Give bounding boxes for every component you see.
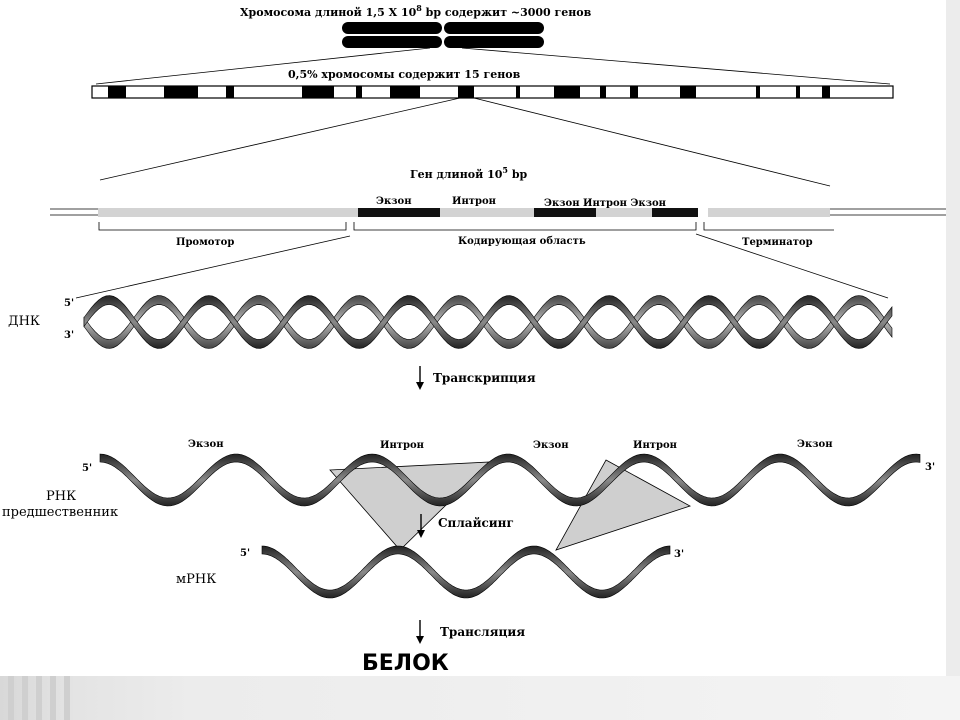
dna-label: ДНК <box>8 314 40 329</box>
dna-strand-front <box>83 295 893 349</box>
coding-region-bracket <box>353 222 697 231</box>
pre-rna-exon-a: Экзон <box>188 439 224 450</box>
terminator-label: Терминатор <box>742 237 813 248</box>
translation-label: Трансляция <box>440 625 525 639</box>
pre-rna-exon-c: Экзон <box>797 439 833 450</box>
dna-3-prime: 3' <box>64 330 74 341</box>
promoter-label: Промотор <box>176 237 234 248</box>
chromosome <box>342 22 544 48</box>
dna-5-prime: 5' <box>64 298 74 309</box>
zoom-line <box>99 97 461 181</box>
pre-rna-3-prime: 3' <box>925 462 935 473</box>
gene-intron-label: Интрон <box>452 196 496 207</box>
pre-rna-intron-a: Интрон <box>380 440 424 451</box>
mrna-3-prime: 3' <box>674 549 684 560</box>
pre-rna-strand <box>99 453 921 507</box>
chromosome-band-bar <box>91 85 894 99</box>
segment-label: 0,5% хромосомы содержит 15 генов <box>288 68 521 81</box>
protein-label: БЕЛОК <box>362 651 449 676</box>
mrna-label: мРНК <box>176 572 216 587</box>
translation-arrow <box>416 620 424 644</box>
gene-bar <box>50 208 946 217</box>
mrna-ribbon <box>261 545 671 599</box>
splicing-label: Сплайсинг <box>438 516 514 530</box>
slide-edge-bottom <box>0 676 960 720</box>
pre-rna-label: РНК <box>46 489 76 504</box>
dna-strand-back <box>83 295 893 349</box>
zoom-line <box>695 233 889 299</box>
slide-edge-right <box>946 0 960 720</box>
pre-rna-intron-b: Интрон <box>633 440 677 451</box>
gene-exon-label: Экзон <box>376 196 412 207</box>
chromosome-title: Хромосома длиной 1,5 X 108 bp содержит ~… <box>240 3 592 19</box>
dna-double-helix <box>83 295 893 349</box>
gene-title: Ген длиной 105 bp <box>410 165 528 181</box>
pre-rna-5-prime: 5' <box>82 463 92 474</box>
transcription-arrow <box>416 366 424 390</box>
zoom-line <box>95 47 431 85</box>
splicing-arrow <box>417 514 425 538</box>
promoter-bracket <box>98 222 347 231</box>
pre-rna-label-2: предшественник <box>2 505 118 520</box>
gene-exon-intron-exon-label: Экзон Интрон Экзон <box>544 198 666 209</box>
splice-triangle-left <box>329 461 492 551</box>
zoom-line <box>461 47 891 85</box>
mrna-5-prime: 5' <box>240 548 250 559</box>
transcription-label: Транскрипция <box>433 371 536 385</box>
zoom-line <box>75 235 351 299</box>
pre-rna-ribbon <box>99 453 921 507</box>
pre-rna-exon-b: Экзон <box>533 440 569 451</box>
coding-region-label: Кодирующая область <box>458 236 586 247</box>
mrna-strand <box>261 545 671 599</box>
zoom-line <box>473 97 831 187</box>
terminator-bracket <box>703 222 834 231</box>
